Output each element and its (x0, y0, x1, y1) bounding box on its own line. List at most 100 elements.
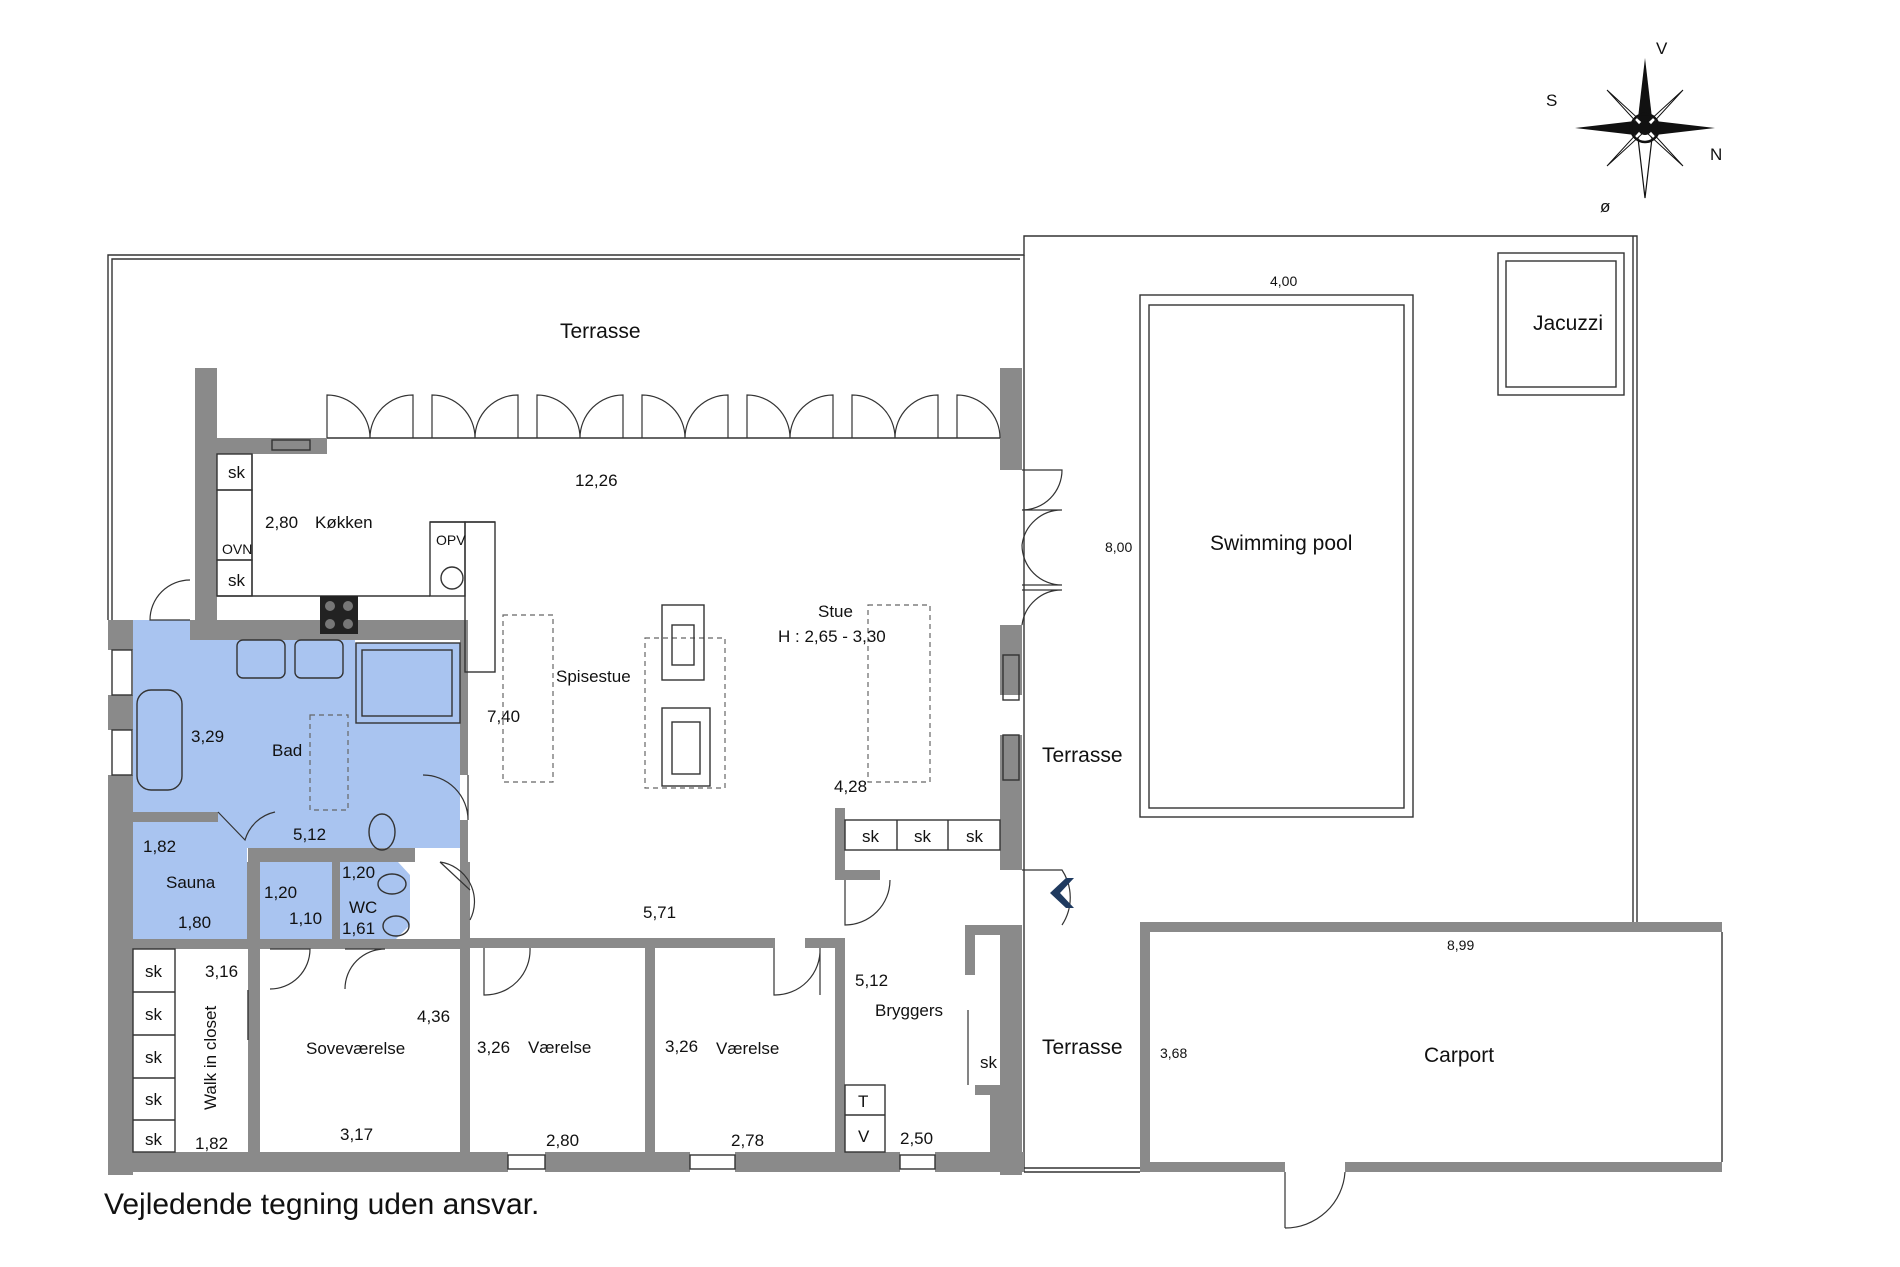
closet-label: sk (145, 962, 163, 981)
jacuzzi-outer (1497, 252, 1625, 396)
washbasin-icon (294, 639, 344, 679)
dim-living-right: 4,28 (834, 777, 867, 796)
terrace-outline-top (107, 235, 1638, 922)
bedroom-label: Soveværelse (306, 1039, 405, 1058)
pool-inner (1148, 304, 1405, 809)
bath-label: Bad (272, 741, 302, 760)
dim-carport-width: 8,99 (1447, 937, 1474, 953)
washer-label: V (858, 1127, 870, 1146)
cabinet-label: sk (228, 571, 246, 590)
dim-kitchen-width: 2,80 (265, 513, 298, 532)
cabinet-label: sk (980, 1053, 998, 1072)
utility-room-label: Bryggers (875, 1001, 943, 1020)
carport-label: Carport (1424, 1044, 1494, 1067)
carport-wall-bottom-right (1345, 1162, 1722, 1172)
dim-wc-a: 1,20 (342, 863, 375, 882)
bath-area (133, 620, 460, 862)
dim-room1-height: 3,26 (477, 1038, 510, 1057)
pool-outer (1139, 294, 1414, 818)
disclaimer-caption: Vejledende tegning uden ansvar. (104, 1188, 540, 1221)
living-room-height-label: H : 2,65 - 3,30 (778, 627, 886, 646)
compass-n-label: N (1710, 145, 1722, 164)
sofa-outline (644, 637, 726, 789)
room1-label: Værelse (528, 1038, 591, 1057)
terrace-outline-top-inner (111, 258, 1020, 620)
oven-label: OVN (222, 541, 252, 557)
dining-room-label: Spisestue (556, 667, 631, 686)
dim-bedroom-height: 4,36 (417, 1007, 450, 1026)
carport-wall-top (1140, 922, 1722, 932)
dining-table-outline (502, 614, 554, 783)
dim-utility-width: 2,50 (900, 1129, 933, 1148)
dim-pool-width: 4,00 (1270, 273, 1297, 289)
dim-hall: 5,71 (643, 903, 676, 922)
dim-sauna-top: 1,82 (143, 837, 176, 856)
carport-wall-bottom-left (1140, 1162, 1285, 1172)
bathtub-icon (136, 689, 183, 791)
dim-dining-height: 7,40 (487, 707, 520, 726)
cooktop-icon (320, 596, 358, 634)
terrace-low-label: Terrasse (1042, 1036, 1123, 1059)
closet-label: sk (145, 1005, 163, 1024)
cabinet-label: sk (862, 827, 880, 846)
swimming-pool-label: Swimming pool (1210, 532, 1352, 555)
wc-label: WC (349, 898, 377, 917)
sink-icon (440, 566, 464, 590)
jacuzzi-inner (1505, 260, 1617, 388)
dim-utility-height: 5,12 (855, 971, 888, 990)
jacuzzi-label: Jacuzzi (1533, 312, 1603, 335)
walk-in-closet-label: Walk in closet (201, 1005, 220, 1110)
dim-bath-height: 3,29 (191, 727, 224, 746)
dim-sauna-bottom: 1,80 (178, 913, 211, 932)
dim-shower-b: 1,10 (289, 909, 322, 928)
wc-area (340, 862, 410, 939)
washbasin-icon (236, 639, 286, 679)
terrace-mid-label: Terrasse (1042, 744, 1123, 767)
dishwasher-label: OPV (436, 532, 466, 548)
compass-v-label: V (1656, 39, 1668, 58)
dim-bath-width: 5,12 (293, 825, 326, 844)
dim-room2-height: 3,26 (665, 1037, 698, 1056)
compass-s-label: S (1546, 91, 1557, 110)
living-room-label: Stue (818, 602, 853, 621)
sauna-area (133, 822, 247, 939)
dim-pool-height: 8,00 (1105, 539, 1132, 555)
sofa-icon (661, 707, 711, 787)
coffee-table-outline (867, 604, 931, 783)
windows (111, 439, 1020, 1170)
shower-area (260, 862, 332, 939)
closet-label: sk (145, 1130, 163, 1149)
cabinet-label: sk (228, 463, 246, 482)
compass-o-label: ø (1600, 197, 1610, 216)
dim-closet-top: 3,16 (205, 962, 238, 981)
dim-room2-width: 2,78 (731, 1131, 764, 1150)
kitchen-fixtures (132, 453, 1001, 1153)
sauna-label: Sauna (166, 873, 216, 892)
carport-door (1284, 1171, 1346, 1229)
dim-bedroom-width: 3,17 (340, 1125, 373, 1144)
kitchen-label: Køkken (315, 513, 373, 532)
closet-label: sk (145, 1048, 163, 1067)
dim-shower-a: 1,20 (264, 883, 297, 902)
dim-carport-height: 3,68 (1160, 1045, 1187, 1061)
bath-rug-outline (309, 714, 349, 811)
entrance-arrow-icon (1050, 878, 1074, 908)
cabinet-label: sk (914, 827, 932, 846)
terrace-doors (149, 394, 1071, 1085)
cabinet-label: sk (966, 827, 984, 846)
dim-wc-b: 1,61 (342, 919, 375, 938)
toilet-icon (377, 873, 407, 895)
dryer-label: T (858, 1092, 868, 1111)
compass-rose-icon (1575, 58, 1715, 199)
carport-wall-left (1140, 922, 1150, 1172)
house-walls (108, 368, 1024, 1175)
room2-label: Værelse (716, 1039, 779, 1058)
fireplace-icon (661, 604, 705, 681)
dim-living-top: 12,26 (575, 471, 618, 490)
toilet-icon (368, 813, 396, 851)
terrace-top-label: Terrasse (560, 320, 641, 343)
dim-closet-bottom: 1,82 (195, 1134, 228, 1153)
washbasin-icon (382, 915, 410, 937)
dim-room1-width: 2,80 (546, 1131, 579, 1150)
